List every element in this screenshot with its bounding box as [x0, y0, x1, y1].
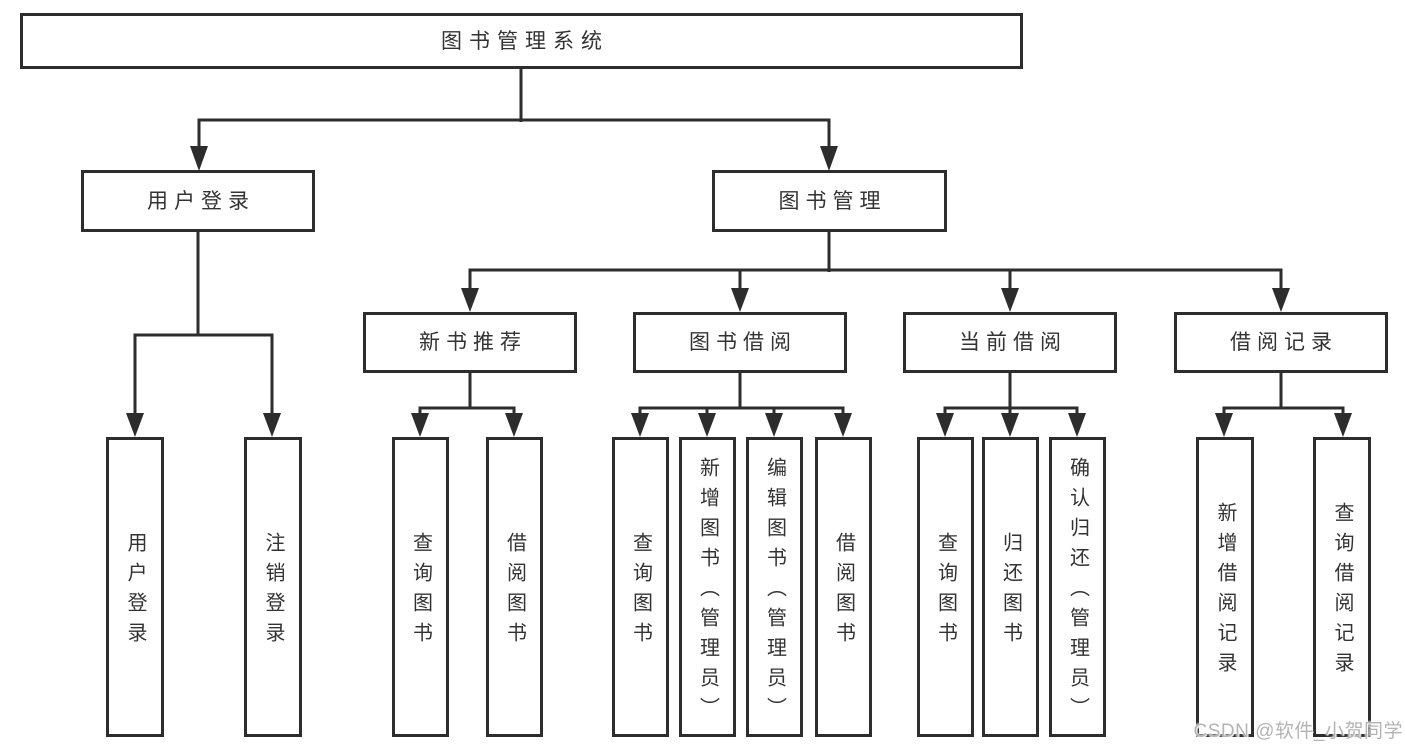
node-library-system-label: 图书管理系统 [441, 29, 609, 53]
arrow-down-icon [1272, 288, 1290, 312]
arrow-down-icon [126, 413, 144, 437]
arrow-down-icon [936, 413, 954, 437]
csdn-watermark: CSDN @软件_小贺同学 [1193, 721, 1403, 742]
node-br-query-record-label: 查询借阅记录 [1331, 502, 1353, 682]
arrow-down-icon [461, 288, 479, 312]
node-current-borrow-label: 当前借阅 [959, 331, 1067, 354]
node-book-management: 图书管理 [712, 170, 947, 232]
node-rec-query-book-label: 查询图书 [409, 532, 432, 652]
node-rec-borrow-book: 借阅图书 [486, 437, 543, 737]
arrow-down-icon [731, 288, 749, 312]
node-user-login: 用户登录 [81, 170, 315, 232]
node-borrow-records: 借阅记录 [1174, 312, 1388, 373]
arrow-down-icon [1001, 413, 1019, 437]
node-new-book-recommend-label: 新书推荐 [419, 331, 527, 354]
node-cb-query-book-label: 查询图书 [934, 532, 957, 652]
node-cb-query-book: 查询图书 [917, 437, 974, 737]
node-br-add-record: 新增借阅记录 [1196, 437, 1254, 737]
arrow-down-icon [1068, 413, 1086, 437]
arrow-down-icon [505, 413, 523, 437]
arrow-down-icon [1215, 413, 1233, 437]
node-rec-borrow-book-label: 借阅图书 [503, 532, 526, 652]
node-book-borrow: 图书借阅 [633, 312, 847, 373]
node-book-management-label: 图书管理 [778, 189, 887, 213]
node-borrow-records-label: 借阅记录 [1230, 331, 1338, 354]
arrow-down-icon [1001, 288, 1019, 312]
node-br-add-record-label: 新增借阅记录 [1214, 502, 1236, 682]
node-bb-query-book: 查询图书 [612, 437, 669, 737]
node-login: 用户登录 [106, 437, 164, 737]
node-cb-confirm-return-label: 确认归还（管理员） [1066, 457, 1089, 727]
node-current-borrow: 当前借阅 [903, 312, 1117, 373]
arrow-down-icon [411, 413, 429, 437]
node-library-system: 图书管理系统 [20, 13, 1023, 69]
node-cb-return-book-label: 归还图书 [999, 532, 1022, 652]
arrow-down-icon [765, 413, 783, 437]
arrow-down-icon [631, 413, 649, 437]
node-bb-edit-book: 编辑图书（管理员） [746, 437, 803, 737]
node-bb-borrow-book: 借阅图书 [815, 437, 872, 737]
node-book-borrow-label: 图书借阅 [689, 331, 797, 354]
node-bb-add-book-label: 新增图书（管理员） [696, 457, 719, 727]
node-cb-confirm-return: 确认归还（管理员） [1049, 437, 1106, 737]
node-br-query-record: 查询借阅记录 [1313, 437, 1371, 737]
node-logout-label: 注销登录 [262, 532, 284, 652]
arrow-down-icon [834, 413, 852, 437]
node-bb-query-book-label: 查询图书 [629, 532, 652, 652]
arrow-down-icon [698, 413, 716, 437]
arrow-down-icon [190, 146, 208, 171]
node-bb-edit-book-label: 编辑图书（管理员） [763, 457, 786, 727]
node-bb-add-book: 新增图书（管理员） [679, 437, 736, 737]
node-new-book-recommend: 新书推荐 [363, 312, 577, 373]
node-bb-borrow-book-label: 借阅图书 [832, 532, 855, 652]
arrow-down-icon [1334, 413, 1352, 437]
node-logout: 注销登录 [244, 437, 302, 737]
node-user-login-label: 用户登录 [147, 189, 255, 213]
node-rec-query-book: 查询图书 [392, 437, 449, 737]
arrow-down-icon [820, 146, 838, 171]
node-cb-return-book: 归还图书 [982, 437, 1039, 737]
node-login-label: 用户登录 [124, 532, 146, 652]
arrow-down-icon [263, 413, 281, 437]
